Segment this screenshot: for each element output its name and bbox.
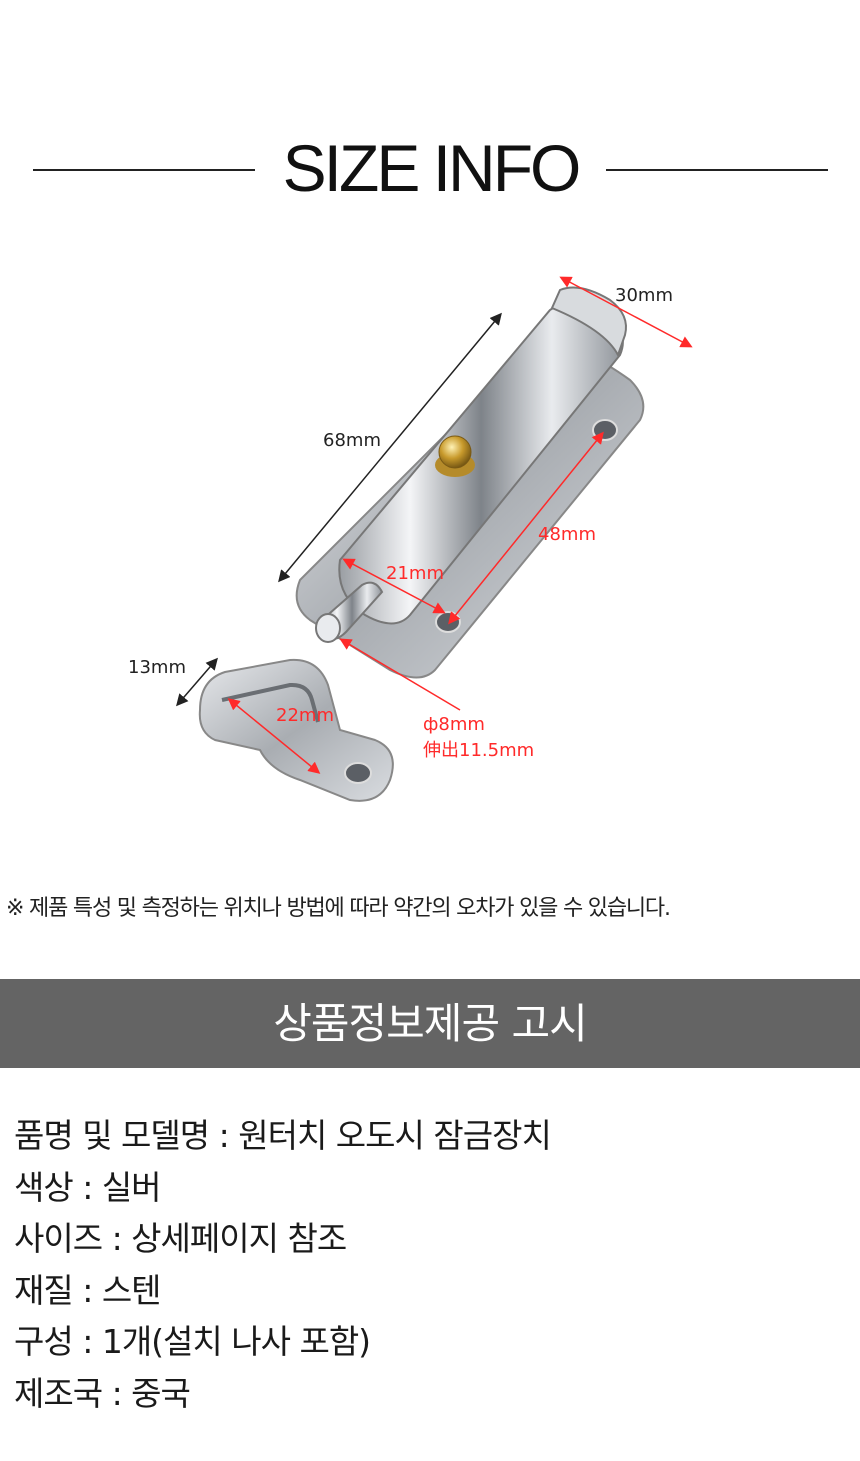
section-title: SIZE INFO	[282, 131, 582, 205]
size-info-header: SIZE INFO	[0, 128, 860, 208]
label-width-top: 30mm	[615, 285, 673, 306]
label-hole-spacing: 48mm	[538, 524, 596, 545]
info-item-size: 사이즈 : 상세페이지 참조	[14, 1219, 347, 1258]
plate-hole-top	[592, 419, 618, 441]
product-dimension-diagram: 30mm 68mm 48mm 21mm 13mm 22mm ф8mm 伸出11.…	[128, 276, 693, 802]
dim-line-keeper-width	[227, 698, 321, 774]
label-keeper-width: 22mm	[276, 705, 334, 726]
brass-knob	[438, 435, 472, 469]
info-item-material: 재질 : 스텐	[14, 1270, 162, 1310]
info-item-color: 색상 : 실버	[14, 1167, 162, 1207]
bolt-pin-tip	[315, 613, 341, 643]
dim-line-hole-spacing	[448, 431, 604, 625]
info-item-components: 구성 : 1개(설치 나사 포함)	[14, 1322, 371, 1361]
measurement-notice: ※ 제품 특성 및 측정하는 위치나 방법에 따라 약간의 오차가 있을 수 있…	[6, 896, 671, 921]
info-item-origin: 제조국 : 중국	[14, 1373, 191, 1413]
dim-line-keeper-height	[176, 657, 218, 707]
keeper-hole	[344, 762, 372, 784]
banner-title: 상품정보제공 고시	[273, 999, 587, 1048]
title-divider-left	[33, 169, 255, 171]
dim-line-length	[278, 312, 502, 583]
product-info-list: 품명 및 모델명 : 원터치 오도시 잠금장치 색상 : 실버 사이즈 : 상세…	[14, 1110, 552, 1419]
dim-line-bolt	[339, 638, 461, 711]
info-item-model: 품명 및 모델명 : 원터치 오도시 잠금장치	[14, 1116, 552, 1155]
title-divider-right	[606, 169, 828, 171]
label-length: 68mm	[323, 430, 381, 451]
label-housing: 21mm	[386, 563, 444, 584]
label-bolt-extension: 伸出11.5mm	[423, 740, 534, 761]
dim-line-housing	[342, 558, 446, 614]
dim-line-width-top	[559, 276, 693, 348]
label-keeper-height: 13mm	[128, 657, 186, 678]
product-notice-banner: 상품정보제공 고시	[0, 979, 860, 1068]
label-bolt-diameter: ф8mm	[423, 714, 485, 735]
